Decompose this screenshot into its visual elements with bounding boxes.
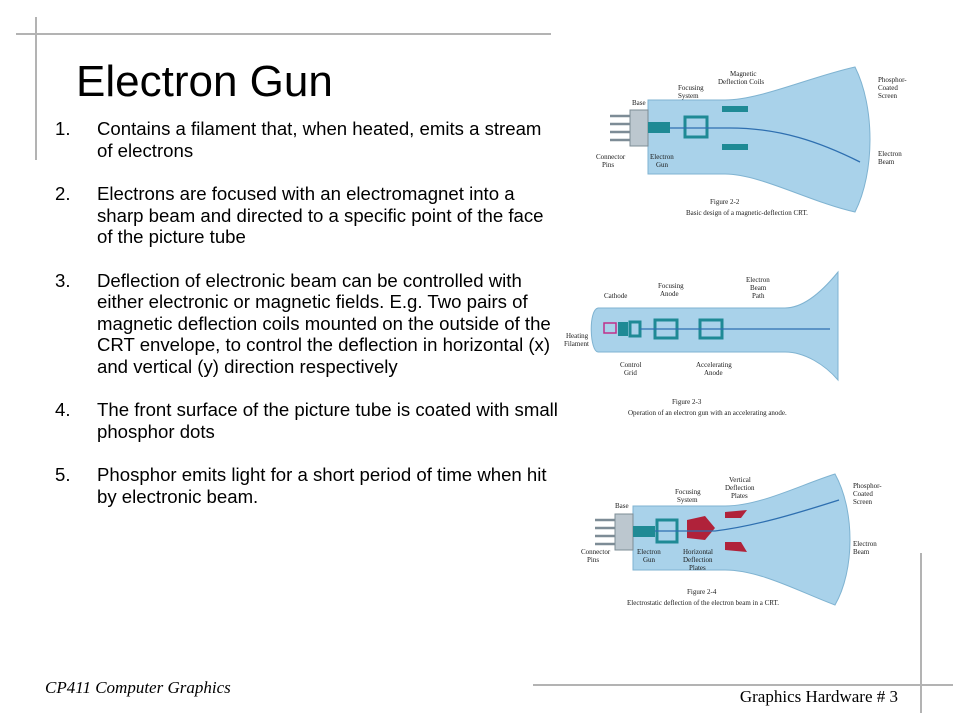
item-number: 3.	[55, 269, 71, 291]
connector-pins	[610, 114, 630, 142]
label-connector-2: Pins	[602, 161, 614, 169]
electron-beam	[655, 499, 840, 532]
label-horizontal-3: Plates	[689, 564, 706, 572]
crt-magnetic-deflection-figure: Base Focusing System Magnetic Deflection…	[596, 66, 907, 217]
connector-pins	[595, 518, 615, 546]
course-footer: CP411 Computer Graphics	[45, 678, 231, 697]
label-gun: Electron	[650, 153, 674, 161]
label-focusing: Focusing	[658, 282, 684, 290]
label-beam: Electron	[853, 540, 877, 548]
focusing-system	[683, 115, 709, 139]
horizontal-deflection-plates	[687, 516, 715, 540]
list-item: 4. The front surface of the picture tube …	[55, 399, 560, 442]
label-beam: Electron	[878, 150, 902, 158]
figure-caption: Operation of an electron gun with an acc…	[628, 409, 787, 417]
label-heating: Heating	[566, 332, 589, 340]
label-vertical: Vertical	[729, 476, 751, 484]
label-gun-2: Gun	[656, 161, 669, 169]
label-control: Control	[620, 361, 641, 369]
crt-tube-shape	[647, 66, 871, 213]
label-heating-2: Filament	[564, 340, 589, 348]
vertical-deflection-plates	[725, 510, 747, 552]
label-connector: Connector	[581, 548, 611, 556]
label-gun: Electron	[637, 548, 661, 556]
electron-gun	[648, 122, 670, 133]
heating-filament	[603, 322, 617, 334]
item-text: Electrons are focused with an electromag…	[97, 183, 544, 247]
list-item: 3. Deflection of electronic beam can be c…	[55, 270, 560, 378]
label-beam-3: Path	[752, 292, 765, 300]
label-connector: Connector	[596, 153, 626, 161]
label-phosphor-3: Screen	[878, 92, 898, 100]
bullet-list: 1. Contains a filament that, when heated,…	[55, 118, 560, 529]
label-phosphor: Phosphor-	[853, 482, 882, 490]
figure-caption: Basic design of a magnetic-deflection CR…	[686, 209, 808, 217]
label-horizontal-2: Deflection	[683, 556, 713, 564]
label-magnetic-2: Deflection Coils	[718, 78, 764, 86]
bottom-rule	[533, 684, 953, 686]
label-vertical-2: Deflection	[725, 484, 755, 492]
label-base: Base	[615, 502, 629, 510]
slide-title: Electron Gun	[76, 57, 333, 106]
label-beam-2: Beam	[853, 548, 870, 556]
electron-gun-accelerating-anode-figure: Cathode Focusing Anode Electron Beam Pat…	[564, 270, 839, 417]
item-text: The front surface of the picture tube is…	[97, 399, 558, 442]
label-phosphor-3: Screen	[853, 498, 873, 506]
cathode	[618, 322, 628, 336]
list-item: 2. Electrons are focused with an electrom…	[55, 183, 560, 248]
electron-beam	[670, 127, 861, 163]
label-horizontal: Horizontal	[683, 548, 713, 556]
label-base: Base	[632, 99, 646, 107]
item-number: 5.	[55, 464, 71, 485]
item-text: Phosphor emits light for a short period …	[97, 464, 547, 507]
list-item: 1. Contains a filament that, when heated,…	[55, 118, 560, 161]
label-beam-2: Beam	[878, 158, 895, 166]
electron-gun	[633, 526, 655, 537]
label-control-2: Grid	[624, 369, 637, 377]
figure-number: Figure 2-4	[687, 588, 717, 596]
item-number: 1.	[55, 118, 71, 139]
list-item: 5. Phosphor emits light for a short perio…	[55, 464, 560, 507]
label-beam-2: Beam	[750, 284, 767, 292]
label-focusing: Focusing	[675, 488, 701, 496]
label-focusing: Focusing	[678, 84, 704, 92]
left-rule	[35, 17, 37, 160]
label-beam: Electron	[746, 276, 770, 284]
figure-caption: Electrostatic deflection of the electron…	[627, 599, 779, 607]
label-focusing-2: Anode	[660, 290, 679, 298]
item-text: Contains a filament that, when heated, e…	[97, 118, 542, 161]
label-vertical-3: Plates	[731, 492, 748, 500]
label-magnetic: Magnetic	[730, 70, 756, 78]
right-rule	[920, 553, 922, 713]
label-phosphor-2: Coated	[853, 490, 873, 498]
label-phosphor-2: Coated	[878, 84, 898, 92]
figure-number: Figure 2-3	[672, 398, 702, 406]
label-connector-2: Pins	[587, 556, 599, 564]
tube-base	[629, 109, 649, 147]
label-accel: Accelerating	[696, 361, 732, 369]
crt-tube-shape	[632, 473, 851, 606]
item-number: 4.	[55, 399, 71, 420]
tube-base	[614, 513, 634, 551]
top-rule	[16, 33, 551, 35]
deflection-coils	[722, 106, 748, 150]
page-footer: Graphics Hardware # 3	[739, 687, 898, 706]
label-cathode: Cathode	[604, 292, 627, 300]
label-gun-2: Gun	[643, 556, 656, 564]
figure-number: Figure 2-2	[710, 198, 740, 206]
crt-electrostatic-deflection-figure: Base Focusing System Vertical Deflection…	[581, 473, 882, 607]
label-focusing-2: System	[677, 496, 698, 504]
label-phosphor: Phosphor-	[878, 76, 907, 84]
item-number: 2.	[55, 183, 71, 204]
label-focusing-2: System	[678, 92, 699, 100]
gun-tube-shape	[590, 270, 839, 382]
item-text: Deflection of electronic beam can be con…	[97, 269, 551, 377]
label-accel-2: Anode	[704, 369, 723, 377]
